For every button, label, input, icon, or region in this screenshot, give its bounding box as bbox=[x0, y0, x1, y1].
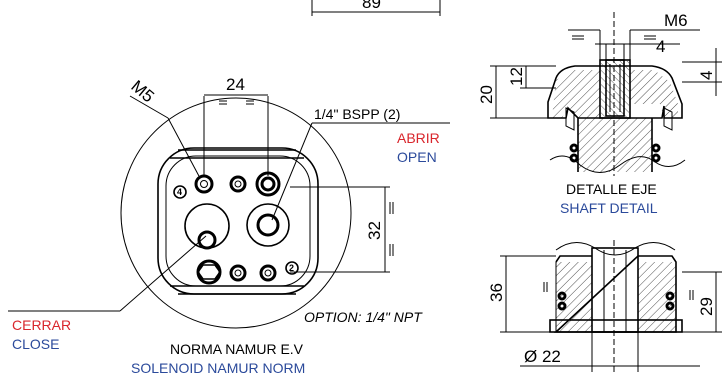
dim-22-label: Ø 22 bbox=[524, 347, 561, 366]
body-dim-22: Ø 22 bbox=[520, 332, 700, 372]
svg-text:4: 4 bbox=[177, 187, 182, 197]
port-bottom-right bbox=[259, 264, 277, 282]
namur-face-view: 4 2 bbox=[120, 96, 390, 329]
dim-m6-label: M6 bbox=[664, 11, 688, 30]
option-npt-label: OPTION: 1/4" NPT bbox=[304, 309, 423, 325]
shaft-left-dims: 20 12 bbox=[477, 65, 556, 119]
dim-20-label: 20 bbox=[477, 85, 496, 104]
cerrar-label: CERRAR bbox=[12, 317, 71, 333]
open-label: OPEN bbox=[397, 149, 437, 165]
dim-29-label: 29 bbox=[697, 297, 716, 316]
detail-title-en: SHAFT DETAIL bbox=[560, 200, 658, 216]
dim-12-label: 12 bbox=[507, 67, 526, 86]
dimension-24: 24 bbox=[204, 75, 268, 105]
dim-4-top-label: 4 bbox=[656, 37, 665, 56]
bspp-leader: 1/4" BSPP (2) ABRIR OPEN bbox=[271, 106, 450, 221]
shaft-right-dim: 4 bbox=[682, 48, 722, 96]
port-top-right bbox=[255, 171, 281, 197]
abrir-label: ABRIR bbox=[397, 130, 440, 146]
dim-24-label: 24 bbox=[226, 75, 245, 94]
dim-36-label: 36 bbox=[487, 283, 506, 302]
main-port-right bbox=[246, 203, 290, 247]
port-top-middle bbox=[229, 175, 247, 193]
cerrar-leader: CERRAR CLOSE bbox=[8, 235, 207, 352]
port-marker-2 bbox=[285, 261, 299, 275]
body-dim-36: 36 bbox=[487, 255, 556, 333]
namur-title-en: SOLENOID NAMUR NORM bbox=[131, 360, 305, 376]
port-bottom-middle bbox=[229, 264, 247, 282]
svg-text:2: 2 bbox=[289, 263, 294, 273]
close-label: CLOSE bbox=[12, 336, 59, 352]
body-section-view bbox=[549, 240, 683, 372]
detail-title-es: DETALLE EJE bbox=[566, 181, 657, 197]
port-top-left bbox=[194, 174, 214, 194]
dim-32-label: 32 bbox=[365, 221, 384, 240]
m5-leader: M5 bbox=[127, 77, 201, 179]
dim-4-right-label: 4 bbox=[697, 71, 716, 80]
top-dimension-89: 89 bbox=[311, 0, 441, 16]
m5-label: M5 bbox=[127, 77, 157, 107]
bspp-label: 1/4" BSPP (2) bbox=[314, 106, 400, 122]
shaft-cap-outline bbox=[547, 65, 683, 119]
dim-89-label: 89 bbox=[362, 0, 381, 12]
namur-title-es: NORMA NAMUR E.V bbox=[170, 341, 304, 357]
body-dim-29: 29 bbox=[682, 271, 722, 333]
dimension-32: 32 bbox=[365, 187, 394, 272]
shaft-top-dims: M6 4 bbox=[568, 11, 700, 66]
shaft-detail-view bbox=[547, 12, 686, 176]
main-port-left bbox=[184, 203, 230, 249]
port-marker-4 bbox=[173, 185, 187, 199]
